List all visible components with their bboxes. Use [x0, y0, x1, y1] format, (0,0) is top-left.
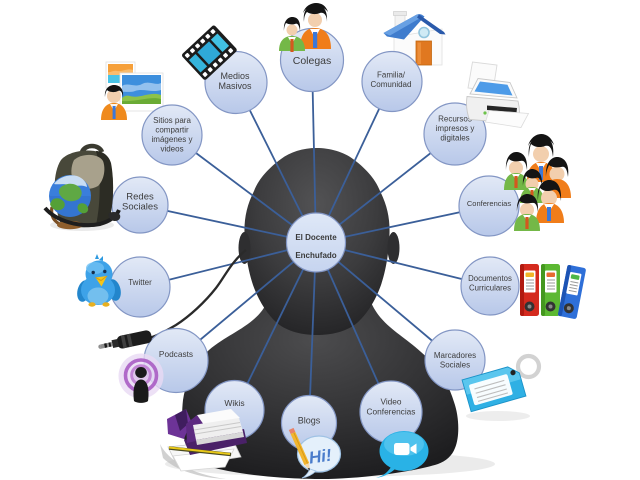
svg-text:Podcasts: Podcasts — [159, 349, 193, 359]
svg-text:Familia/Comunidad: Familia/Comunidad — [371, 71, 412, 90]
svg-text:Twitter: Twitter — [128, 278, 152, 287]
svg-text:Conferencias: Conferencias — [467, 199, 511, 208]
svg-text:Hi!: Hi! — [308, 446, 333, 468]
svg-text:El Docente: El Docente — [295, 233, 337, 242]
svg-text:Enchufado: Enchufado — [295, 251, 336, 260]
svg-text:Colegas: Colegas — [293, 55, 332, 67]
svg-text:Blogs: Blogs — [298, 416, 321, 426]
svg-text:Wikis: Wikis — [224, 398, 244, 408]
